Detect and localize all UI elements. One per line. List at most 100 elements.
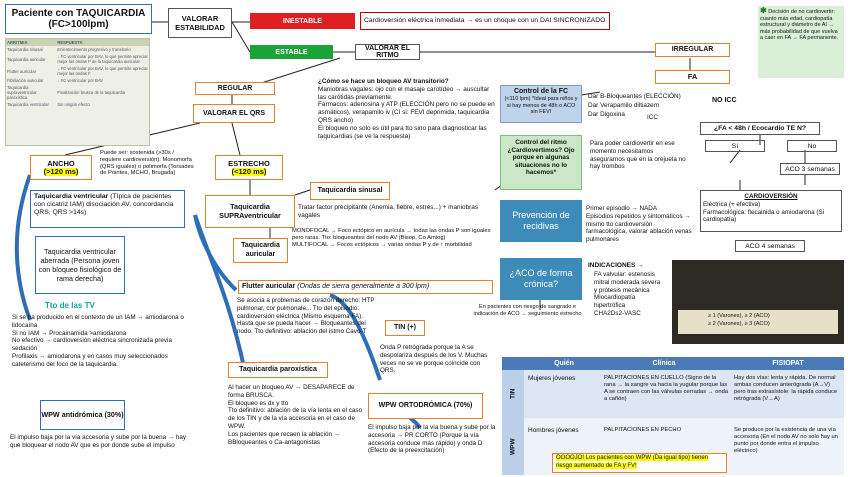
taq-supra-box: Taquicardia SUPRAventricular (205, 195, 295, 228)
cardioversion-title: CARDIOVERSIÓN (703, 193, 839, 201)
wpw-warning-box: OOOOJO! Los pacientes con WPW (Da igual … (552, 453, 727, 473)
parox-main: Al hacer un bloqueo AV → DESAPARECE de f… (228, 384, 363, 400)
prevencion-label: Prevención de recidivas (500, 210, 582, 232)
estrecho-box: ESTRECHO (<120 ms) (215, 155, 283, 180)
indicaciones-list: FA valvular: estenosis mitral moderada s… (594, 271, 664, 318)
taq-auricular-box: Taquicardia auricular (233, 238, 288, 263)
inestable-label: INESTABLE (283, 18, 322, 25)
tto-item: No efectivo → cardioversión eléctrica si… (12, 337, 187, 353)
tin-wpw-table: Quién Clínica FISIOPAT TIN Mujeres jóven… (502, 357, 844, 475)
indicacion-item: Miocardiopatía hipertrófica (594, 294, 664, 310)
title-box: Paciente con TAQUICARDIA (FC>100lpm) (5, 4, 152, 34)
tto-list: Si se ha producido en el contexto de un … (12, 314, 187, 369)
irregular-box: IRREGULAR (655, 43, 730, 57)
flutter-box: Flutter auricular (Ondas de sierra gener… (238, 280, 493, 294)
tin-label: TIN (+) (394, 324, 416, 332)
regular-box: REGULAR (195, 82, 275, 95)
taq-aberrada-box: Taquicardia ventricular aberrada (Person… (35, 236, 125, 294)
table-cell: ↓ FC ventricular por BAV (56, 77, 149, 84)
header-quien: Quién (524, 357, 604, 370)
control-fc-title: Control de la FC (503, 88, 579, 96)
prevencion-item: Episodios repetidos y sintomáticos → mis… (586, 213, 694, 244)
table-cell: Enlentecimiento progresivo y transitorio (56, 46, 149, 53)
table-cell: Taquicardia supraventricular paroxística (6, 84, 56, 101)
header-fisiopat: FISIOPAT (732, 357, 844, 370)
star-note-box: ✱ Decisión de no cardiovertir: cuanto má… (758, 6, 844, 78)
taq-sinusal-label: Taquicardia sinusal (318, 187, 383, 195)
ancho-box: ANCHO (>120 ms) (30, 155, 92, 180)
chads-table-image: ≥ 1 (Varones), ≥ 2 (ACO) ≥ 2 (Varones), … (672, 260, 844, 344)
riesgo-note: En pacientes con riesgo de sangrado e in… (470, 304, 585, 318)
row-tag: WPW (502, 418, 524, 475)
prevencion-item: Primer episodio → NADA (586, 205, 694, 213)
control-fc-sub: (<110 lpm) *Ideal para niños y si hay me… (503, 96, 579, 116)
table-col1: ARRITMIA (6, 39, 56, 46)
table-cell: ↓ FC ventricular por BAV, lo que permite… (56, 53, 149, 65)
table-cell: Finalización brusca de la taquicardia (56, 84, 149, 101)
control-fc-box: Control de la FC (<110 lpm) *Ideal para … (500, 85, 582, 123)
estrecho-range: (<120 ms) (232, 168, 267, 176)
valorar-ritmo-label: VALORAR EL RITMO (356, 45, 419, 59)
valorar-qrs-label: VALORAR EL QRS (203, 110, 265, 118)
drug-item: Dar B-Bloqueantes (ELECCIÓN) (588, 92, 708, 101)
inestable-box: INESTABLE (250, 13, 355, 29)
estable-box: ESTABLE (250, 45, 333, 59)
aco3-box: ACO 3 semanas (780, 163, 840, 175)
taq-ventricular-box: Taquicardia ventricular (Típica de pacie… (30, 190, 185, 228)
table-cell: Flutter auricular (6, 65, 56, 77)
onda-p-text: Onda P retrógrada porque la A se despola… (380, 344, 496, 375)
fa-question-box: ¿FA < 48h / Ecocardio TE N? (700, 122, 820, 135)
table-cell: ↓ FC ventricular por BAV, lo que permite… (56, 65, 149, 77)
si-label: Sí (732, 143, 738, 150)
parox-item: Los pacientes que recaen la ablación → B… (228, 431, 363, 447)
taq-aberrada-text: Taquicardia ventricular aberrada (Person… (38, 247, 122, 283)
monofocal-text: MONOFOCAL → Foco ectópico en aurícula → … (292, 228, 496, 242)
chads-score2: ≥ 2 (Varones), ≥ 3 (ACO) (708, 320, 808, 328)
header-clinica: Clínica (604, 357, 724, 370)
tto-title: Tto de las TV (45, 302, 95, 310)
row-fisio: Se produce por la existencia de una vía … (734, 427, 842, 455)
parox-item: Tto definitivo: ablación de la vía lenta… (228, 407, 363, 430)
bloqueo-item: Fármacos: adenosina y ATP (ELECCIÓN pero… (318, 101, 496, 124)
row-fisio: Hay dos vías: lenta y rápida. De normal … (734, 375, 842, 403)
prevencion-list: Primer episodio → NADA Episodios repetid… (586, 205, 694, 244)
table-cell: Taquicardia ventricular (6, 101, 56, 108)
chads-scores: ≥ 1 (Varones), ≥ 2 (ACO) ≥ 2 (Varones), … (678, 310, 838, 334)
prevencion-box: Prevención de recidivas (500, 200, 582, 242)
tto-item: Si no IAM → Procainamida >amiodarona (12, 330, 187, 338)
taq-sinusal-text: Tratar factor precipitante (Anemia, fieb… (298, 204, 496, 220)
bloqueo-note: El bloqueo no solo es útil para tto sino… (318, 125, 496, 141)
aco-cronica-box: ¿ACO de forma crónica? (500, 258, 582, 300)
taq-paroxistica-label: Taquicardia paroxística (239, 366, 317, 374)
table-cell: Sin ningún efecto (56, 101, 149, 108)
row-tag: TIN (502, 370, 524, 418)
row-clinica: PALPITACIONES EN PECHO (604, 427, 729, 434)
cardioversion-item: Farmacológica: flecainida o amiodarona (… (703, 209, 839, 225)
taq-sinusal-box: Taquicardia sinusal (310, 182, 390, 200)
indicacion-item: CHA2Ds2-VASC (594, 310, 664, 318)
multifocal-text: MULTIFOCAL → Focos ectópicos → varias on… (292, 242, 496, 249)
flutter-title: Flutter auricular (242, 283, 295, 290)
wpw-warning-text: OOOOJO! Los pacientes con WPW (Da igual … (556, 455, 708, 469)
fa-label: FA (688, 73, 698, 81)
valorar-estabilidad-label: VALORAR ESTABILIDAD (169, 14, 231, 32)
ancho-note: Puede ser: sostenida (>30s / requiere ca… (100, 150, 196, 177)
row-quien: Hombres jóvenes (528, 427, 600, 435)
indicaciones-label: INDICACIONES → (588, 262, 644, 270)
regular-label: REGULAR (218, 85, 253, 93)
paroxistica-text: Al hacer un bloqueo AV → DESAPARECE de f… (228, 384, 363, 446)
asterisk-icon: ✱ (760, 6, 767, 15)
wpw-ortodromica-box: WPW ORTODRÓMICA (70%) (368, 393, 483, 419)
chads-score1: ≥ 1 (Varones), ≥ 2 (ACO) (708, 312, 808, 320)
flutter-text: Se asocia a problemas de corazón derecho… (237, 297, 377, 336)
tin-box: TIN (+) (385, 320, 425, 336)
wpw-antidromica-title: WPW antidrómica (30%) (41, 411, 123, 419)
aco4-box: ACO 4 semanas (735, 240, 805, 252)
si-box: Sí (705, 140, 765, 152)
table-cell: Taquicardia sinusal (6, 46, 56, 53)
control-ritmo-box: Control del ritmo ¿Cardiovertimos? Ojo p… (500, 135, 582, 190)
cardioversion-box-right: CARDIOVERSIÓN Eléctrica (+ efectiva) Far… (700, 190, 842, 232)
ancho-range: (>120 ms) (44, 168, 79, 176)
taq-auricular-label: Taquicardia auricular (234, 242, 287, 259)
